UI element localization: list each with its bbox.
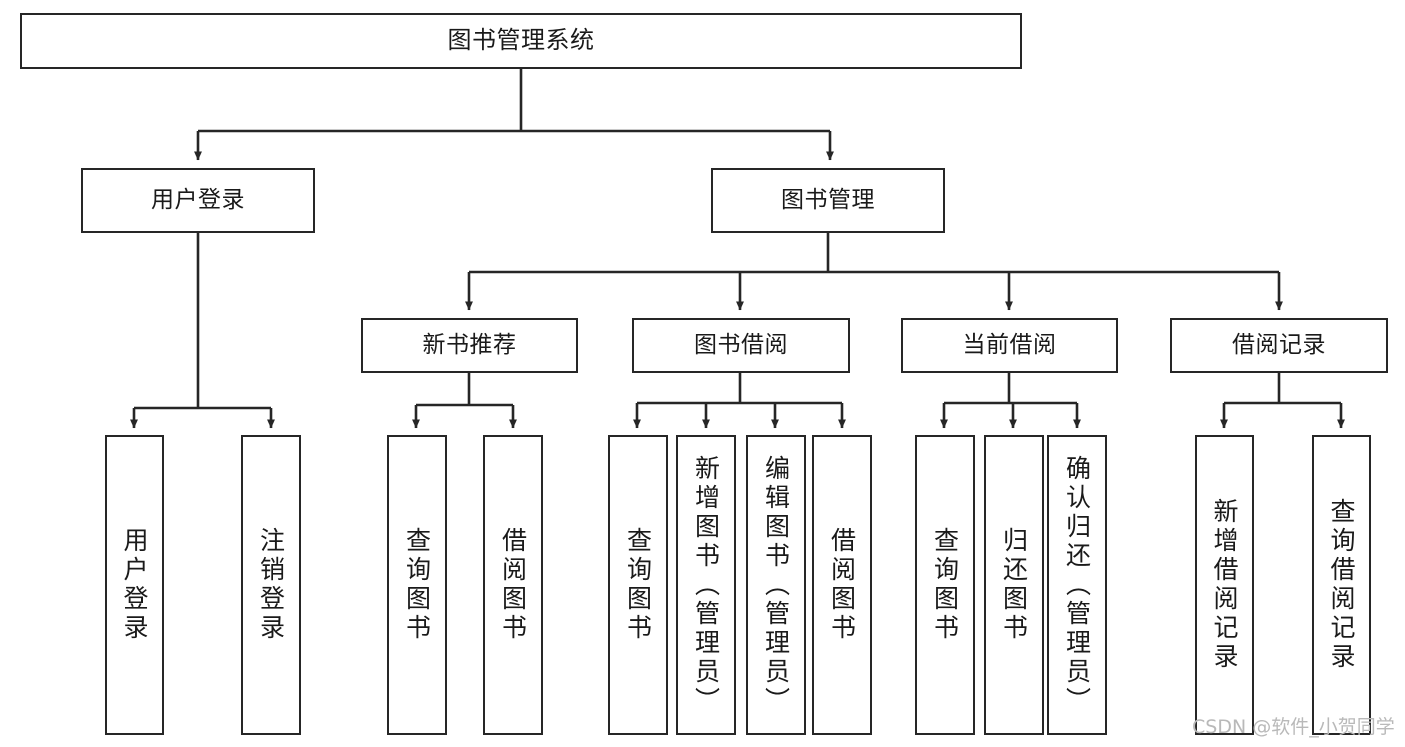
node-leaf-edit-book-admin[interactable]: 编辑图书（管理员） (746, 435, 806, 735)
node-leaf-return-book[interactable]: 归还图书 (984, 435, 1044, 735)
node-leaf-logout[interactable]: 注销登录 (241, 435, 301, 735)
node-new-book-recommend[interactable]: 新书推荐 (361, 318, 578, 373)
node-leaf-query-book-recommend[interactable]: 查询图书 (387, 435, 447, 735)
node-leaf-add-borrow-record[interactable]: 新增借阅记录 (1195, 435, 1254, 735)
node-leaf-user-login-label: 用户登录 (120, 527, 149, 643)
node-leaf-confirm-return-admin[interactable]: 确认归还（管理员） (1047, 435, 1107, 735)
node-leaf-confirm-return-admin-label: 确认归还（管理员） (1062, 454, 1092, 716)
node-leaf-query-borrow-record[interactable]: 查询借阅记录 (1312, 435, 1371, 735)
node-leaf-query-borrow-record-label: 查询借阅记录 (1327, 498, 1356, 672)
node-current-borrow-label: 当前借阅 (962, 332, 1057, 359)
node-leaf-borrow-book[interactable]: 借阅图书 (812, 435, 872, 735)
node-book-borrow[interactable]: 图书借阅 (632, 318, 850, 373)
node-leaf-logout-label: 注销登录 (256, 527, 286, 643)
node-leaf-edit-book-admin-label: 编辑图书（管理员） (761, 454, 791, 716)
node-root[interactable]: 图书管理系统 (20, 13, 1022, 69)
node-root-label: 图书管理系统 (447, 26, 595, 55)
node-leaf-return-book-label: 归还图书 (999, 527, 1029, 643)
node-new-book-recommend-label: 新书推荐 (422, 332, 517, 359)
node-borrow-record[interactable]: 借阅记录 (1170, 318, 1388, 373)
node-leaf-borrow-book-recommend[interactable]: 借阅图书 (483, 435, 543, 735)
node-leaf-add-book-admin-label: 新增图书（管理员） (691, 454, 721, 716)
node-borrow-record-label: 借阅记录 (1232, 332, 1326, 359)
node-book-management-label: 图书管理 (781, 187, 875, 214)
node-leaf-user-login[interactable]: 用户登录 (105, 435, 164, 735)
node-leaf-borrow-book-label: 借阅图书 (827, 527, 857, 643)
node-user-login[interactable]: 用户登录 (81, 168, 315, 233)
node-leaf-query-book-current[interactable]: 查询图书 (915, 435, 975, 735)
node-leaf-query-book-borrow-label: 查询图书 (623, 527, 653, 643)
watermark-text: CSDN @软件_小贺同学 (1192, 716, 1395, 738)
node-user-login-label: 用户登录 (151, 187, 245, 214)
node-leaf-query-book-borrow[interactable]: 查询图书 (608, 435, 668, 735)
node-leaf-add-book-admin[interactable]: 新增图书（管理员） (676, 435, 736, 735)
node-book-management[interactable]: 图书管理 (711, 168, 945, 233)
node-current-borrow[interactable]: 当前借阅 (901, 318, 1118, 373)
node-leaf-query-book-current-label: 查询图书 (930, 527, 960, 643)
node-leaf-query-book-recommend-label: 查询图书 (402, 527, 432, 643)
node-book-borrow-label: 图书借阅 (694, 332, 788, 359)
node-leaf-borrow-book-recommend-label: 借阅图书 (498, 527, 528, 643)
node-leaf-add-borrow-record-label: 新增借阅记录 (1210, 498, 1239, 672)
